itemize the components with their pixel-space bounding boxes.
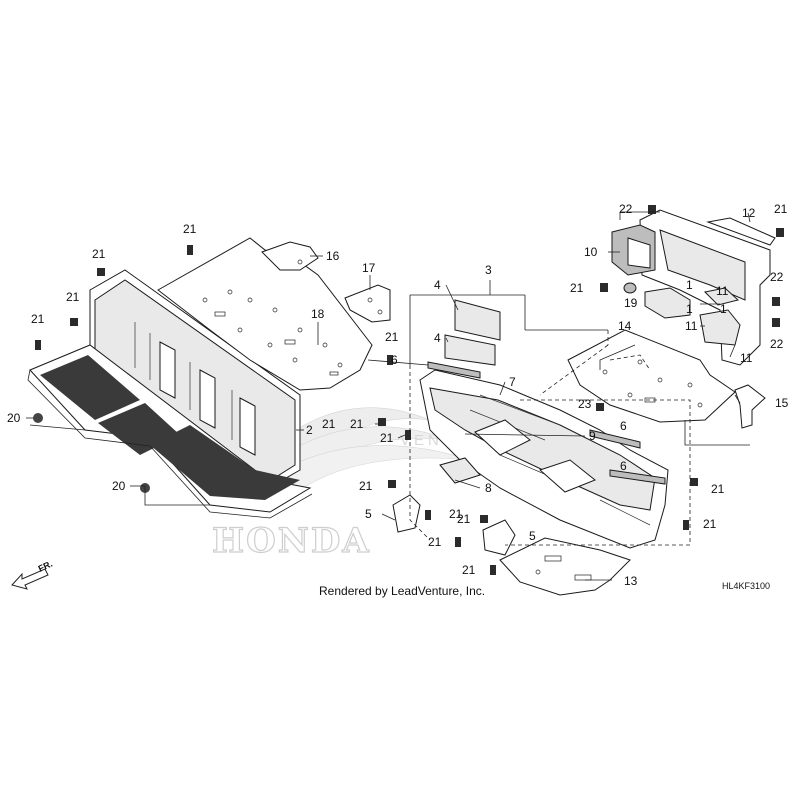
callout-12: 12 <box>742 206 756 220</box>
callout-21q: 21 <box>703 517 717 531</box>
callout-7: 7 <box>509 375 516 389</box>
bracket-part-16 <box>261 241 319 271</box>
callout-11a: 11 <box>685 319 698 333</box>
foam-part-8 <box>439 457 481 484</box>
render-credit: Rendered by LeadVenture, Inc. <box>319 584 485 598</box>
callout-21f: 21 <box>774 202 788 216</box>
cargo-bed-part-2 <box>27 269 313 519</box>
leader-lines <box>26 211 751 581</box>
callout-21a: 21 <box>183 222 197 236</box>
foam-part-4 <box>444 299 501 366</box>
callout-21k: 21 <box>449 507 463 521</box>
callout-21o: 21 <box>322 417 336 431</box>
fasteners <box>33 205 784 575</box>
callout-21d: 21 <box>31 312 45 326</box>
callout-20b: 20 <box>112 479 126 493</box>
tub-part-7 <box>419 369 669 549</box>
callout-4b: 4 <box>434 331 441 345</box>
callout-8: 8 <box>485 481 492 495</box>
pads-part-11 <box>644 287 741 346</box>
callout-17: 17 <box>362 261 376 275</box>
callout-13: 13 <box>624 574 638 588</box>
bottom-cover-part-13 <box>499 537 631 596</box>
callout-11b: 11 <box>716 284 729 298</box>
cover-part-14 <box>567 329 736 423</box>
callout-21b: 21 <box>92 247 106 261</box>
callouts: 2 3 4 4 5 5 6 6 6 7 8 9 10 1 1 1 11 11 1… <box>7 202 789 588</box>
callout-5b: 5 <box>529 529 536 543</box>
callout-18: 18 <box>311 307 325 321</box>
callout-21n: 21 <box>462 563 476 577</box>
callout-21p: 21 <box>711 482 725 496</box>
callout-16: 16 <box>326 249 340 263</box>
callout-21e: 21 <box>570 281 584 295</box>
callout-22b: 22 <box>770 270 784 284</box>
callout-1c: 1 <box>720 302 727 316</box>
callout-21i: 21 <box>380 431 394 445</box>
callout-15: 15 <box>775 396 789 410</box>
front-direction-arrow: FR. <box>11 559 54 590</box>
pad-part-19 <box>623 282 637 294</box>
callout-19: 19 <box>624 296 638 310</box>
callout-10: 10 <box>584 245 598 259</box>
callout-23: 23 <box>578 397 592 411</box>
diagram-code: HL4KF3100 <box>722 581 770 591</box>
callout-14: 14 <box>618 319 632 333</box>
watermark-brand: HONDA <box>212 521 371 561</box>
callout-21h: 21 <box>350 417 364 431</box>
callout-5a: 5 <box>365 507 372 521</box>
callout-3: 3 <box>485 263 492 277</box>
top-panel-part-18 <box>157 237 373 391</box>
callout-11c: 11 <box>740 351 753 365</box>
brackets-part-5 <box>392 494 516 556</box>
callout-2: 2 <box>306 423 313 437</box>
callout-20a: 20 <box>7 411 21 425</box>
callout-6c: 6 <box>620 459 627 473</box>
bracket-part-17 <box>344 284 391 323</box>
callout-21g: 21 <box>385 330 399 344</box>
callout-1b: 1 <box>686 302 693 316</box>
housing-part-10 <box>611 224 656 276</box>
callout-9: 9 <box>589 429 596 443</box>
foam-part-6 <box>427 361 666 485</box>
callout-4a: 4 <box>434 278 441 292</box>
bracket-part-15 <box>734 384 766 429</box>
callout-21c: 21 <box>66 290 80 304</box>
direction-label: FR. <box>37 559 54 574</box>
callout-21l: 21 <box>428 535 442 549</box>
callout-21m: 21 <box>457 512 471 526</box>
callout-6a: 6 <box>391 353 398 367</box>
callout-21j: 21 <box>359 479 373 493</box>
callout-22c: 22 <box>770 337 784 351</box>
callout-1a: 1 <box>686 278 693 292</box>
callout-22a: 22 <box>619 202 633 216</box>
callout-6b: 6 <box>620 419 627 433</box>
